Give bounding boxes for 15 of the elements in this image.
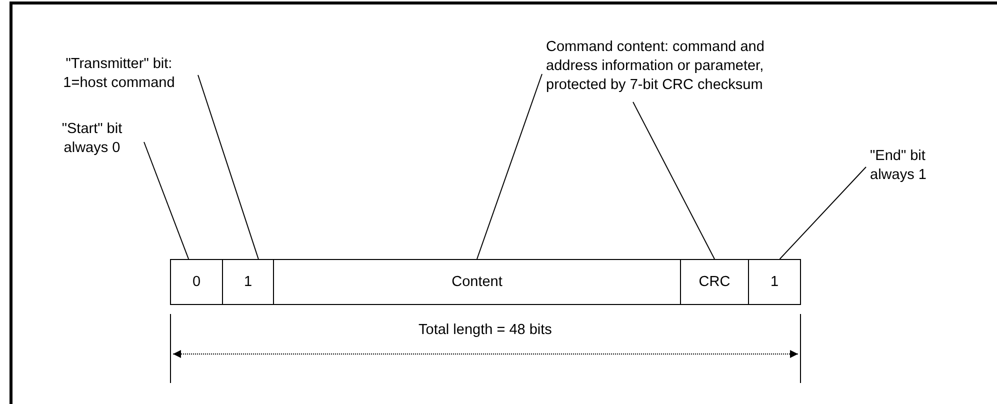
bit-field: Content	[273, 259, 681, 305]
leader-line	[632, 102, 715, 260]
dimension-label: Total length = 48 bits	[418, 322, 552, 338]
leader-line	[144, 142, 190, 260]
bit-field: 1	[748, 259, 801, 305]
leader-line	[198, 74, 259, 260]
annotation-text: "Start" bit always 0	[44, 120, 140, 160]
leader-line	[476, 74, 542, 260]
bit-field: CRC	[680, 259, 749, 305]
annotation-text: "Transmitter" bit: 1=host command	[44, 55, 194, 95]
bit-field: 0	[170, 259, 223, 305]
leader-line	[779, 166, 866, 260]
annotation-text: "End" bit always 1	[870, 147, 960, 187]
bit-field: 1	[222, 259, 274, 305]
annotation-text: Command content: command and address information or parameter, protected by 7-bit CRC checksum	[546, 38, 818, 98]
